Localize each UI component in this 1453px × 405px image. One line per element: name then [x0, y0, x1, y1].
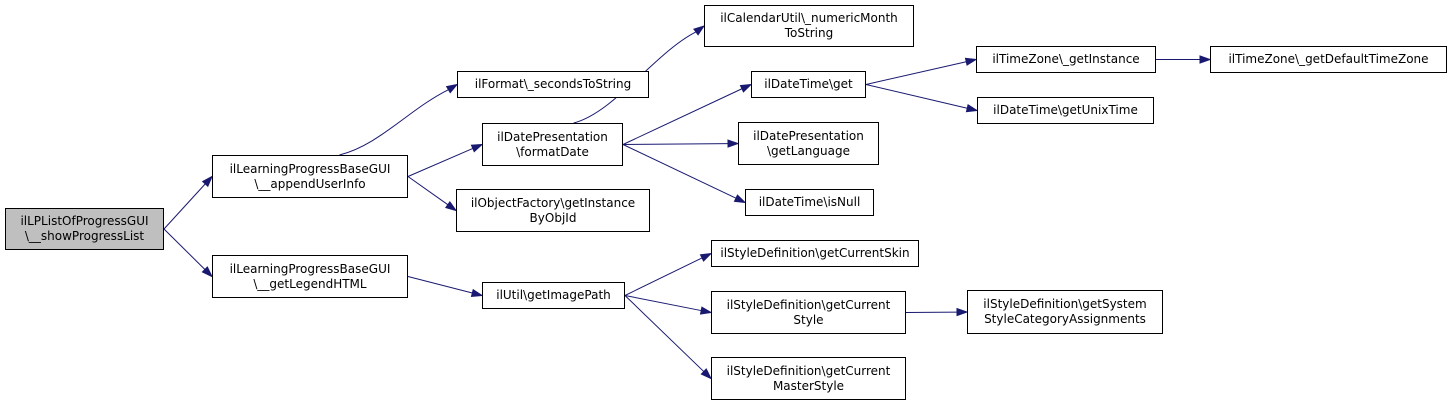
node-label-line: ilCalendarUtil\_numericMonth [720, 11, 898, 25]
node-label-line: ilTimeZone\_getInstance [992, 52, 1140, 66]
node-label-line: Style [793, 312, 824, 327]
arrowhead-datetime_get [739, 83, 753, 93]
node-append-user-info[interactable]: ilLearningProgressBaseGUI \__appendUserI… [212, 155, 408, 198]
edge-append_user_info-to-seconds_to_string [339, 89, 449, 156]
node-label-line: ilDatePresentation [753, 128, 864, 143]
arrowhead-get_current_skin [699, 252, 713, 262]
arrowhead-format_date [470, 143, 484, 153]
edge-get_image_path-to-get_current_master_style [624, 295, 705, 372]
node-get-current-master-style[interactable]: ilStyleDefinition\getCurrent MasterStyle [711, 357, 906, 400]
node-label-line: ilStyleDefinition\getCurrent [726, 363, 891, 378]
node-get-legend-html[interactable]: ilLearningProgressBaseGUI \__getLegendHT… [212, 255, 408, 298]
node-label-line: ilStyleDefinition\getCurrentSkin [720, 246, 910, 260]
node-label-line: ilTimeZone\_getDefaultTimeZone [1228, 52, 1429, 66]
arrowhead-get_system_style_category_assignments [956, 307, 969, 317]
edge-append_user_info-to-get_instance_by_obj_id [407, 176, 449, 206]
node-label-line: ilUtil\getImagePath [496, 288, 611, 302]
node-label-line: ilFormat\_secondsToString [474, 77, 632, 91]
node-get-language[interactable]: ilDatePresentation \getLanguage [738, 122, 879, 165]
node-label-line: ByObjId [529, 210, 577, 225]
node-get-image-path[interactable]: ilUtil\getImagePath [482, 282, 625, 309]
node-label-line: StyleCategoryAssignments [984, 312, 1146, 326]
node-numeric-month-to-string[interactable]: ilCalendarUtil\_numericMonth ToString [704, 5, 914, 47]
edge-root-to-append_user_info [163, 183, 206, 230]
node-is-null[interactable]: ilDateTime\isNull [745, 189, 874, 216]
node-get-unix-time[interactable]: ilDateTime\getUnixTime [977, 97, 1154, 124]
arrowhead-get_legend_html [201, 266, 214, 278]
node-label-line: \getLanguage [767, 143, 850, 158]
node-label-line: ilStyleDefinition\getCurrent [726, 297, 891, 312]
node-get-current-style[interactable]: ilStyleDefinition\getCurrent Style [711, 291, 906, 334]
node-get-instance-by-obj-id[interactable]: ilObjectFactory\getInstance ByObjId [456, 189, 650, 232]
node-label-line: \formatDate [516, 144, 589, 159]
node-label-line: ilStyleDefinition\getSystem [983, 297, 1147, 311]
node-format-date[interactable]: ilDatePresentation \formatDate [482, 123, 623, 166]
arrowhead-get_unix_time [965, 104, 979, 113]
node-label-line: ilDateTime\get [764, 77, 853, 91]
edge-datetime_get-to-get_unix_time [865, 84, 968, 109]
node-label-line: ilDateTime\getUnixTime [993, 103, 1138, 117]
arrowhead-timezone_get_instance [964, 57, 978, 66]
arrowhead-get_language [727, 139, 740, 148]
arrowhead-get_current_style [699, 306, 713, 315]
node-get-current-skin[interactable]: ilStyleDefinition\getCurrentSkin [711, 240, 919, 267]
arrowhead-append_user_info [201, 175, 214, 188]
arrowhead-get_image_path [470, 288, 484, 297]
arrowhead-is_null [733, 194, 747, 204]
arrowhead-seconds_to_string [445, 83, 459, 94]
edge-datetime_get-to-timezone_get_instance [865, 61, 967, 85]
node-seconds-to-string[interactable]: ilFormat\_secondsToString [457, 71, 649, 98]
node-label-line: ilLearningProgressBaseGUI [229, 261, 391, 276]
node-label-line: ilLPListOfProgressGUI [20, 214, 149, 228]
node-datetime-get[interactable]: ilDateTime\get [751, 71, 866, 98]
edge-get_image_path-to-get_current_style [624, 295, 702, 312]
edge-get_image_path-to-get_current_skin [624, 257, 703, 296]
node-get-system-style-category-assignments[interactable]: ilStyleDefinition\getSystem StyleCategor… [967, 290, 1163, 334]
edge-root-to-get_legend_html [163, 228, 206, 270]
node-label-line: ilDateTime\isNull [758, 195, 861, 209]
node-label-line: \__appendUserInfo [254, 176, 366, 191]
node-get-default-timezone[interactable]: ilTimeZone\_getDefaultTimeZone [1210, 46, 1447, 73]
node-label-line: \__getLegendHTML [253, 276, 367, 291]
node-timezone-get-instance[interactable]: ilTimeZone\_getInstance [976, 46, 1156, 73]
node-label-line: \__showProgressList [24, 229, 145, 243]
node-root-show-progress-list[interactable]: ilLPListOfProgressGUI \__showProgressLis… [5, 208, 164, 250]
arrowhead-numeric_month_to_string [693, 25, 706, 36]
node-label-line: MasterStyle [772, 378, 845, 393]
arrowhead-get_instance_by_obj_id [445, 200, 458, 212]
edge-format_date-to-is_null [622, 144, 737, 199]
arrowhead-get_current_master_style [700, 368, 713, 380]
edge-get_legend_html-to-get_image_path [407, 276, 473, 294]
node-label-line: ToString [784, 26, 834, 40]
node-label-line: ilObjectFactory\getInstance [470, 195, 636, 210]
edge-format_date-to-datetime_get [622, 88, 743, 145]
node-label-line: ilLearningProgressBaseGUI [229, 161, 391, 176]
edge-append_user_info-to-format_date [407, 148, 474, 177]
edge-format_date-to-get_language [622, 143, 729, 145]
arrowhead-get_default_timezone [1199, 55, 1212, 64]
node-label-line: ilDatePresentation [497, 129, 608, 144]
